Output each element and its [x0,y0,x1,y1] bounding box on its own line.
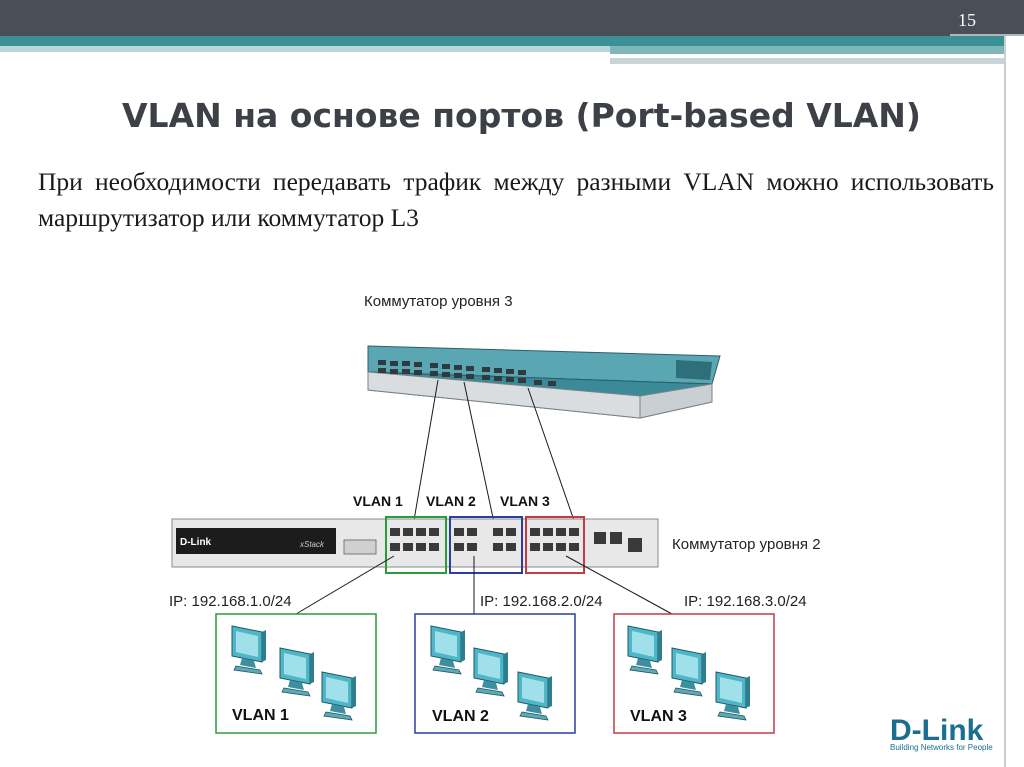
l2-switch-xstack: xStack [299,540,325,549]
logo-tagline: Building Networks for People [890,743,993,752]
pc-monitor-icon [231,625,267,675]
pc-monitor-icon [430,625,466,675]
vlan3-pcs [627,625,751,721]
header-accent-bar-right [610,46,1004,54]
l3-switch-ports [378,360,556,386]
vlan2-ip-label: IP: 192.168.2.0/24 [480,593,603,610]
vlan1-port-group [385,516,447,574]
vlan3-port-group [525,516,585,574]
header-accent-light [0,46,610,52]
header-accent-grey [610,58,1004,64]
vlan2-group-box [414,613,576,734]
pc-monitor-icon [517,671,553,721]
uplink-cables [411,379,579,533]
frame-line-vertical [1004,36,1006,767]
l2-switch-brand: D-Link [180,537,212,548]
frame-line-horizontal [950,34,1024,36]
pc-monitor-icon [671,647,707,697]
pc-monitor-icon [627,625,663,675]
vlan2-port-group [449,516,523,574]
l3-switch-label: Коммутатор уровня 3 [364,293,513,310]
vlan2-port-label: VLAN 2 [426,493,476,509]
slide-title: VLAN на основе портов (Port-based VLAN) [122,96,922,135]
vlan2-pcs [430,625,553,721]
vlan1-port-label: VLAN 1 [353,493,403,509]
vlan1-pcs [231,625,357,721]
l3-switch [367,345,721,419]
header-bar [0,0,1024,36]
l2-switch: D-Link xStack [171,516,659,574]
vlan3-group-label: VLAN 3 [630,708,687,725]
dlink-logo: D-Link Building Networks for People [890,714,993,752]
logo-brand: D-Link [890,714,984,747]
vlan1-ip-label: IP: 192.168.1.0/24 [169,593,292,610]
header-accent-bar [0,36,1004,46]
l2-switch-ports [390,528,642,552]
slide-body-text: При необходимости передавать трафик межд… [38,167,994,232]
slide-number: 15 [958,10,976,30]
vlan2-group-label: VLAN 2 [432,708,489,725]
vlan1-group-box [215,613,377,734]
l2-switch-label: Коммутатор уровня 2 [672,536,821,553]
vlan1-group-label: VLAN 1 [232,707,289,724]
vlan3-group-box [613,613,775,734]
pc-monitor-icon [321,671,357,721]
pc-monitor-icon [473,647,509,697]
pc-monitor-icon [279,647,315,697]
pc-monitor-icon [715,671,751,721]
downlink-cables [295,555,673,615]
vlan3-port-label: VLAN 3 [500,493,550,509]
vlan3-ip-label: IP: 192.168.3.0/24 [684,593,807,610]
